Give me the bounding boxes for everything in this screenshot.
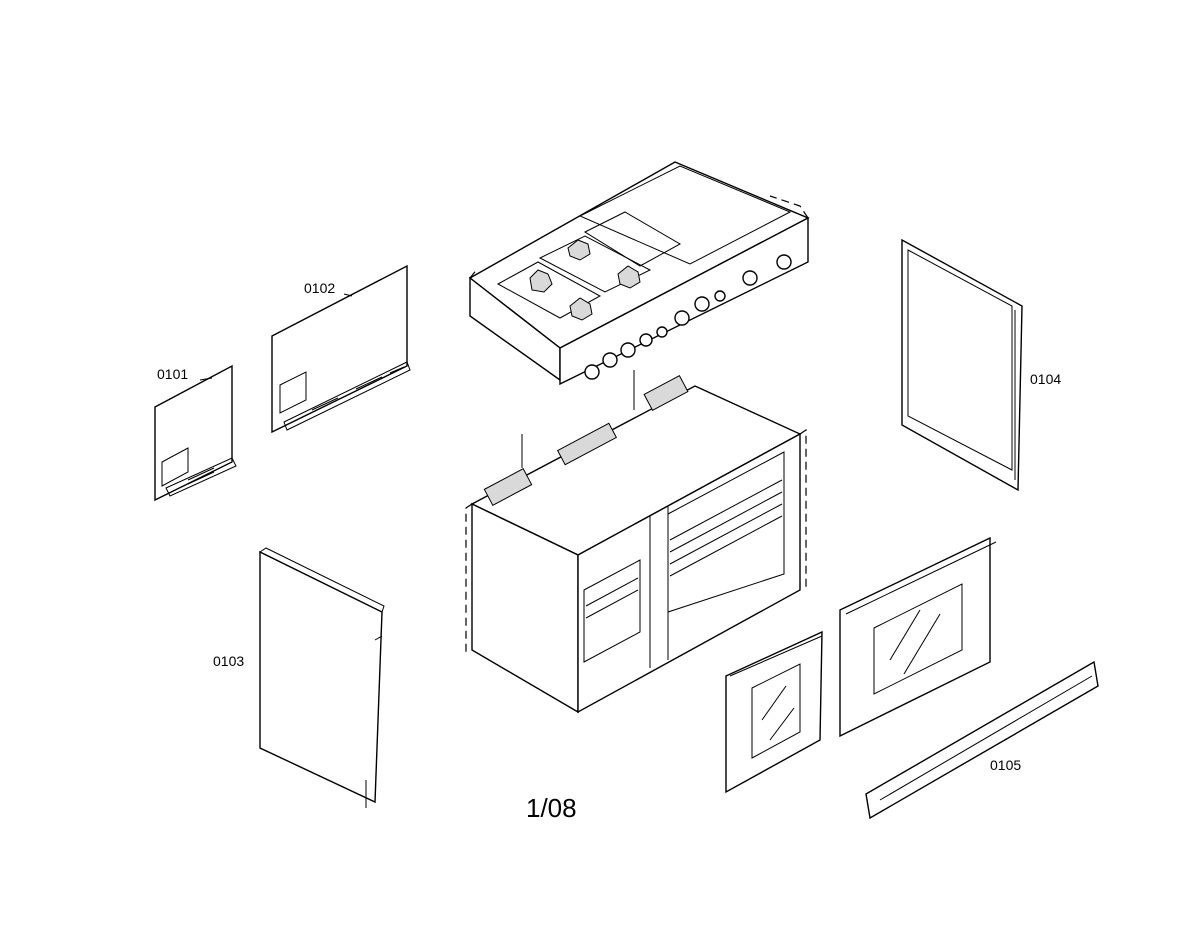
part-0105-kickplate[interactable]	[865, 660, 1099, 820]
label-leader-lines	[199, 293, 353, 381]
large-oven-door[interactable]	[839, 536, 997, 738]
small-oven-door[interactable]	[725, 630, 823, 794]
part-label-0104: 0104	[1030, 371, 1062, 387]
convection-fan-icons	[483, 374, 689, 506]
part-0101-panel[interactable]	[154, 364, 237, 502]
burner-icons	[529, 239, 641, 321]
part-0103-side-panel[interactable]	[259, 547, 385, 808]
oven-body-assembly[interactable]	[465, 370, 807, 714]
part-0102-panel[interactable]	[271, 264, 411, 434]
control-knobs	[584, 254, 792, 380]
part-0104-side-panel[interactable]	[901, 238, 1023, 492]
part-label-0102: 0102	[304, 280, 336, 296]
part-label-0103: 0103	[213, 653, 245, 669]
cooktop-assembly[interactable]	[468, 161, 810, 386]
oven-rack-lines	[585, 479, 783, 619]
part-label-0105: 0105	[990, 757, 1022, 773]
page-number: 1/08	[526, 793, 577, 823]
part-label-0101: 0101	[157, 366, 189, 382]
